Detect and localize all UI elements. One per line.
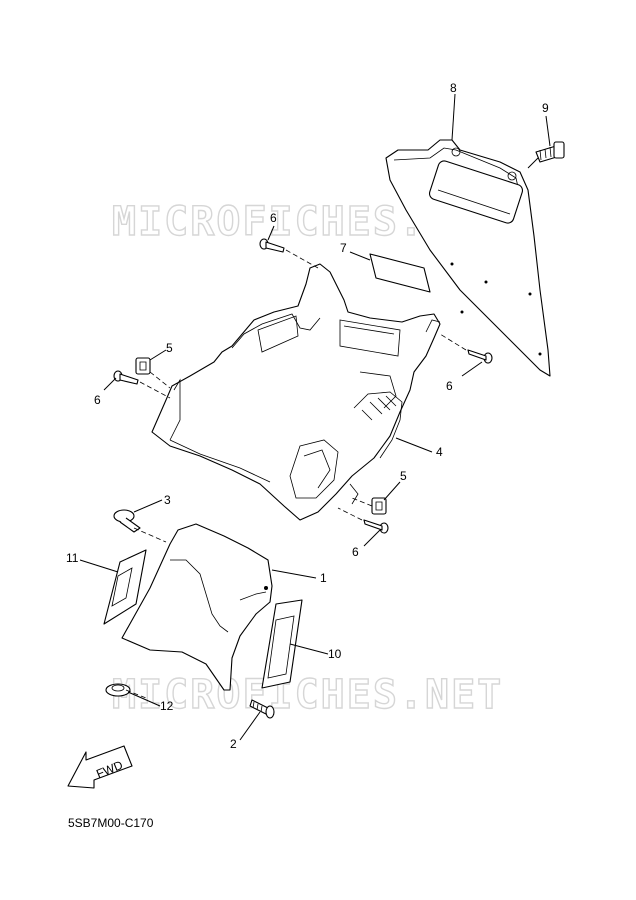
- leader-6c: [461, 361, 483, 377]
- leader-5b: [383, 481, 401, 501]
- leader-2: [239, 711, 261, 741]
- leader-6-left: [139, 381, 171, 399]
- leader-8: [451, 93, 456, 141]
- leader-6d: [363, 529, 381, 547]
- diagram-code: 5SB7M00-C170: [68, 816, 154, 830]
- part-9-bolt: [527, 141, 565, 169]
- label-part-11: 11: [66, 551, 79, 565]
- leader-10: [289, 643, 329, 655]
- leader-6-right: [439, 333, 467, 351]
- leader-6-lower: [337, 507, 363, 521]
- label-part-10: 10: [328, 647, 342, 661]
- leader-1: [271, 569, 317, 579]
- leader-5-right-dashed: [351, 497, 373, 507]
- part-12-grommet: [105, 683, 131, 697]
- fwd-arrow-icon: FWD: [67, 745, 133, 789]
- watermark-bottom: MICROFICHES.NET: [112, 672, 503, 718]
- label-part-6-lower: 6: [352, 545, 359, 559]
- leader-6b: [103, 377, 117, 391]
- leader-6-upper: [285, 249, 319, 269]
- leader-5a: [149, 349, 167, 361]
- label-part-6-upper: 6: [270, 211, 277, 225]
- part-6-screw-left: [113, 370, 139, 385]
- leader-12-dashed: [125, 689, 147, 699]
- leader-11: [79, 559, 119, 573]
- part-5-nut-left: [135, 357, 151, 375]
- part-8-side-panel: [385, 139, 551, 377]
- part-10-sticker: [261, 599, 303, 689]
- leader-4: [395, 437, 433, 453]
- label-part-5-left: 5: [166, 341, 173, 355]
- part-6-screw-upper: [259, 238, 285, 253]
- part-7-label-sticker: [369, 253, 431, 293]
- leader-6a: [267, 225, 275, 241]
- leader-7: [349, 251, 371, 261]
- label-part-4: 4: [436, 445, 443, 459]
- leader-9: [545, 115, 551, 147]
- part-4-inner-panel: [151, 263, 441, 521]
- label-part-2: 2: [230, 737, 237, 751]
- label-part-6-left: 6: [94, 393, 101, 407]
- leader-3: [133, 499, 163, 513]
- part-1-windscreen: [121, 523, 273, 691]
- label-part-12: 12: [160, 699, 174, 713]
- label-part-6-right: 6: [446, 379, 453, 393]
- label-part-7: 7: [340, 241, 347, 255]
- part-5-nut-right: [371, 497, 387, 515]
- label-part-8: 8: [450, 81, 457, 95]
- leader-12: [127, 691, 161, 707]
- leader-5-left-dashed: [149, 371, 171, 389]
- part-11-sticker: [103, 549, 147, 625]
- leader-3-dashed: [133, 527, 167, 543]
- part-2-screw: [249, 699, 275, 719]
- label-part-9: 9: [542, 101, 549, 115]
- part-6-screw-right: [467, 349, 493, 364]
- label-part-5-right: 5: [400, 469, 407, 483]
- label-part-3: 3: [164, 493, 171, 507]
- part-6-screw-lower: [363, 519, 389, 534]
- label-part-1: 1: [320, 571, 327, 585]
